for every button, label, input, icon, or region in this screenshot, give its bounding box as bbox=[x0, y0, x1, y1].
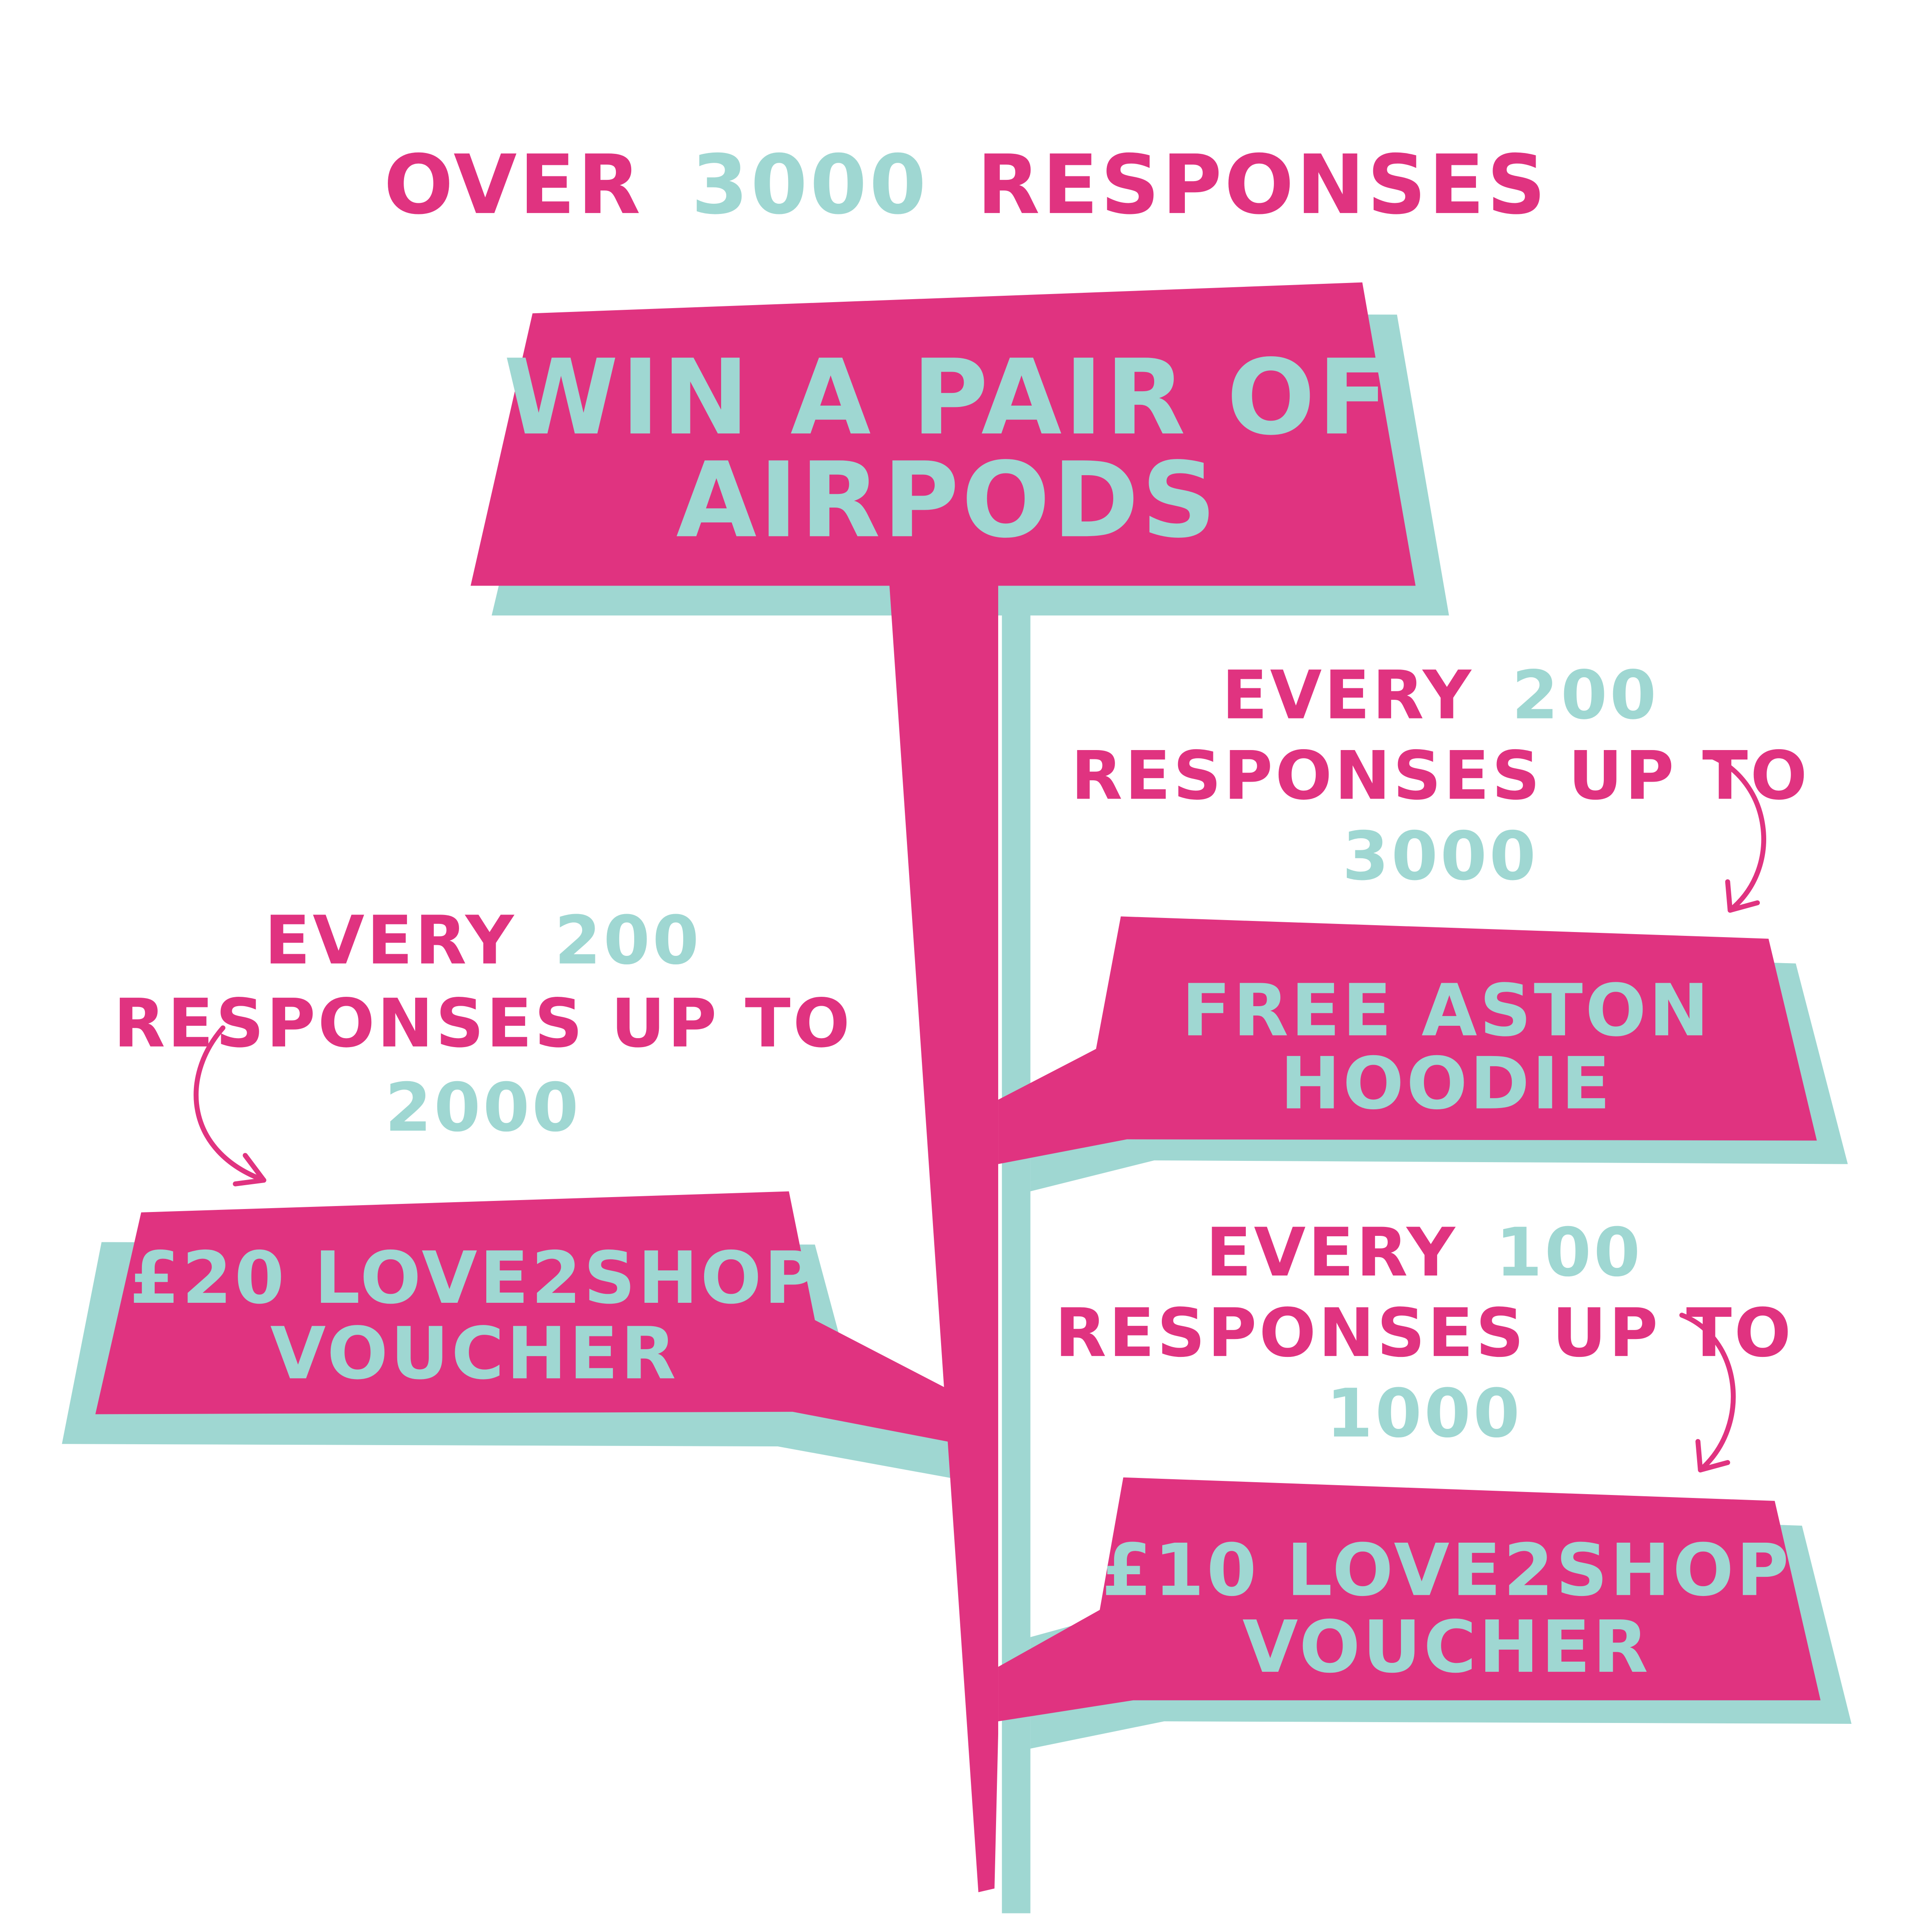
voucher10-sign-line1: £10 LOVE2SHOP bbox=[1102, 1529, 1791, 1612]
voucher10-sign-line2: VOUCHER bbox=[1242, 1605, 1651, 1689]
voucher20-arrow-icon bbox=[193, 1025, 266, 1186]
voucher10-caption-prefix: EVERY bbox=[1206, 1214, 1458, 1292]
hoodie-sign-line1: FREE ASTON bbox=[1181, 969, 1711, 1052]
voucher20-sign-line2: VOUCHER bbox=[270, 1312, 679, 1395]
arrows bbox=[193, 753, 1766, 1473]
hoodie-caption-line1: EVERY 200 bbox=[1222, 656, 1659, 734]
voucher20-caption-line3: 2000 bbox=[385, 1069, 581, 1147]
voucher20-caption-line2: RESPONSES UP TO bbox=[114, 984, 852, 1062]
voucher10-arrow-icon bbox=[1679, 1313, 1736, 1473]
main-sign-line1: WIN A PAIR OF bbox=[504, 337, 1391, 458]
voucher20-caption-number: 200 bbox=[554, 902, 702, 980]
post-shadow bbox=[1002, 594, 1031, 1913]
voucher20-sign bbox=[95, 1191, 954, 1443]
foreground-layer bbox=[95, 282, 1821, 1893]
headline: OVER 3000 RESPONSES bbox=[384, 138, 1548, 233]
headline-number: 3000 bbox=[691, 138, 929, 233]
hoodie-caption-line2: RESPONSES UP TO bbox=[1071, 737, 1810, 815]
hoodie-arrow-icon bbox=[1707, 753, 1766, 913]
headline-prefix: OVER bbox=[384, 138, 643, 233]
voucher10-caption-line1: EVERY 100 bbox=[1206, 1214, 1643, 1292]
hoodie-caption-number: 200 bbox=[1512, 656, 1659, 734]
headline-suffix: RESPONSES bbox=[977, 138, 1548, 233]
main-sign-line2: AIRPODS bbox=[676, 439, 1219, 561]
voucher10-caption-line2: RESPONSES UP TO bbox=[1055, 1294, 1793, 1372]
hoodie-sign bbox=[998, 916, 1817, 1164]
voucher20-caption-line1: EVERY 200 bbox=[265, 902, 702, 980]
voucher20-sign-line1: £20 LOVE2SHOP bbox=[130, 1236, 819, 1320]
main-sign bbox=[471, 282, 1416, 586]
voucher10-caption-line3: 1000 bbox=[1326, 1375, 1522, 1453]
voucher10-caption-number: 100 bbox=[1496, 1214, 1643, 1292]
voucher20-caption-prefix: EVERY bbox=[265, 902, 517, 980]
voucher10-sign bbox=[998, 1477, 1821, 1722]
signpost-pole bbox=[889, 582, 999, 1893]
hoodie-sign-line2: HOODIE bbox=[1280, 1042, 1613, 1125]
hoodie-caption-prefix: EVERY bbox=[1222, 656, 1474, 734]
hoodie-caption-line3: 3000 bbox=[1342, 817, 1538, 895]
